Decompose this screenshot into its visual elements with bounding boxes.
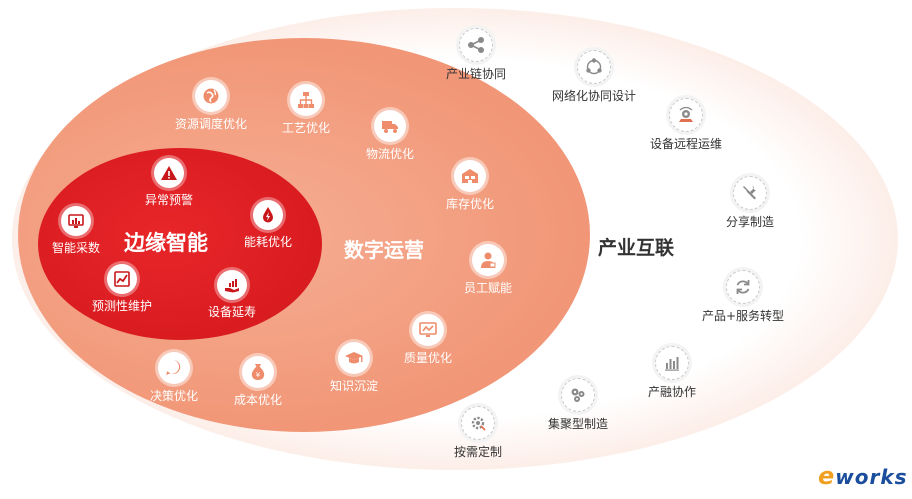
network-cycle-icon — [577, 50, 611, 84]
graduation-cap-icon — [338, 342, 370, 374]
hand-chart-icon — [217, 270, 247, 300]
middle-item-label: 质量优化 — [404, 351, 453, 365]
middle-item-knowledge-accumulation: 知识沉淀 — [330, 342, 378, 394]
money-bag-icon: ¥ — [242, 356, 274, 388]
outer-item-product-service: 产品+服务转型 — [702, 270, 784, 324]
person-icon — [472, 244, 504, 276]
outer-item-label: 产业链协同 — [446, 67, 507, 81]
middle-item-cost-optimization: ¥ 成本优化 — [234, 356, 282, 408]
wrench-icon — [733, 176, 767, 210]
middle-item-quality-optimization: 质量优化 — [404, 314, 452, 366]
inner-item-predictive-maintenance: 预测性维护 — [92, 264, 152, 314]
outer-item-label: 设备远程运维 — [650, 137, 723, 151]
energy-drop-icon — [253, 200, 283, 230]
middle-item-label: 知识沉淀 — [330, 379, 379, 393]
outer-item-label: 分享制造 — [726, 215, 775, 229]
outer-layer-title: 产业互联 — [598, 237, 675, 259]
middle-item-label: 物流优化 — [366, 147, 415, 161]
outer-item-network-design: 网络化协同设计 — [552, 50, 636, 104]
middle-item-inventory-optimization: 库存优化 — [446, 160, 494, 212]
org-chart-icon — [290, 84, 322, 116]
middle-item-label: 资源调度优化 — [175, 117, 248, 131]
bar-chart-icon — [655, 346, 689, 380]
share-nodes-icon — [459, 28, 493, 62]
warehouse-icon — [454, 160, 486, 192]
warning-icon — [154, 158, 184, 188]
inner-item-smart-collect: 智能采数 — [52, 206, 100, 256]
outer-item-label: 集聚型制造 — [548, 417, 609, 431]
inner-layer-title: 边缘智能 — [124, 231, 208, 255]
middle-item-process-optimization: 工艺优化 — [282, 84, 330, 136]
outer-item-label: 按需定制 — [454, 445, 503, 459]
middle-item-logistics-optimization: 物流优化 — [366, 110, 414, 162]
trend-chart-icon — [107, 264, 137, 294]
outer-item-remote-maintenance: 设备远程运维 — [650, 98, 722, 152]
quality-screen-icon — [412, 314, 444, 346]
middle-item-resource-scheduling: 资源调度优化 — [175, 80, 247, 132]
outer-item-cluster-manufacturing: 集聚型制造 — [548, 378, 608, 432]
middle-item-employee-empowerment: 员工赋能 — [464, 244, 512, 296]
eworks-logo: eworks — [818, 462, 908, 490]
outer-item-on-demand-custom: 按需定制 — [454, 406, 502, 460]
inner-item-label: 设备延寿 — [208, 305, 257, 319]
decision-pulse-icon — [158, 352, 190, 384]
inner-item-anomaly-warning: 异常预警 — [145, 158, 193, 208]
middle-item-label: 成本优化 — [234, 393, 283, 407]
outer-item-label: 产品+服务转型 — [702, 309, 785, 323]
globe-icon — [195, 80, 227, 112]
remote-device-icon — [669, 98, 703, 132]
outer-item-label: 网络化协同设计 — [552, 89, 637, 103]
refresh-icon — [726, 270, 761, 304]
inner-item-energy-optimization: 能耗优化 — [244, 200, 292, 250]
gears-icon — [561, 378, 595, 412]
inner-item-label: 预测性维护 — [92, 299, 153, 313]
inner-item-device-life-extension: 设备延寿 — [208, 270, 256, 320]
inner-item-label: 异常预警 — [145, 193, 194, 207]
middle-item-label: 工艺优化 — [282, 121, 331, 135]
middle-item-decision-optimization: 决策优化 — [150, 352, 198, 404]
monitor-chart-icon — [61, 206, 91, 236]
custom-gear-icon — [461, 406, 495, 440]
middle-layer-title: 数字运营 — [344, 238, 424, 262]
inner-item-label: 智能采数 — [52, 241, 101, 255]
middle-item-label: 决策优化 — [150, 389, 199, 403]
middle-item-label: 员工赋能 — [464, 281, 513, 295]
truck-icon — [374, 110, 406, 142]
outer-item-industry-chain: 产业链协同 — [446, 28, 506, 82]
svg-text:¥: ¥ — [256, 371, 261, 379]
outer-item-shared-manufacturing: 分享制造 — [726, 176, 774, 230]
outer-item-industry-finance: 产融协作 — [648, 346, 696, 400]
outer-item-label: 产融协作 — [648, 385, 697, 399]
middle-item-label: 库存优化 — [446, 197, 495, 211]
inner-item-label: 能耗优化 — [244, 235, 293, 249]
